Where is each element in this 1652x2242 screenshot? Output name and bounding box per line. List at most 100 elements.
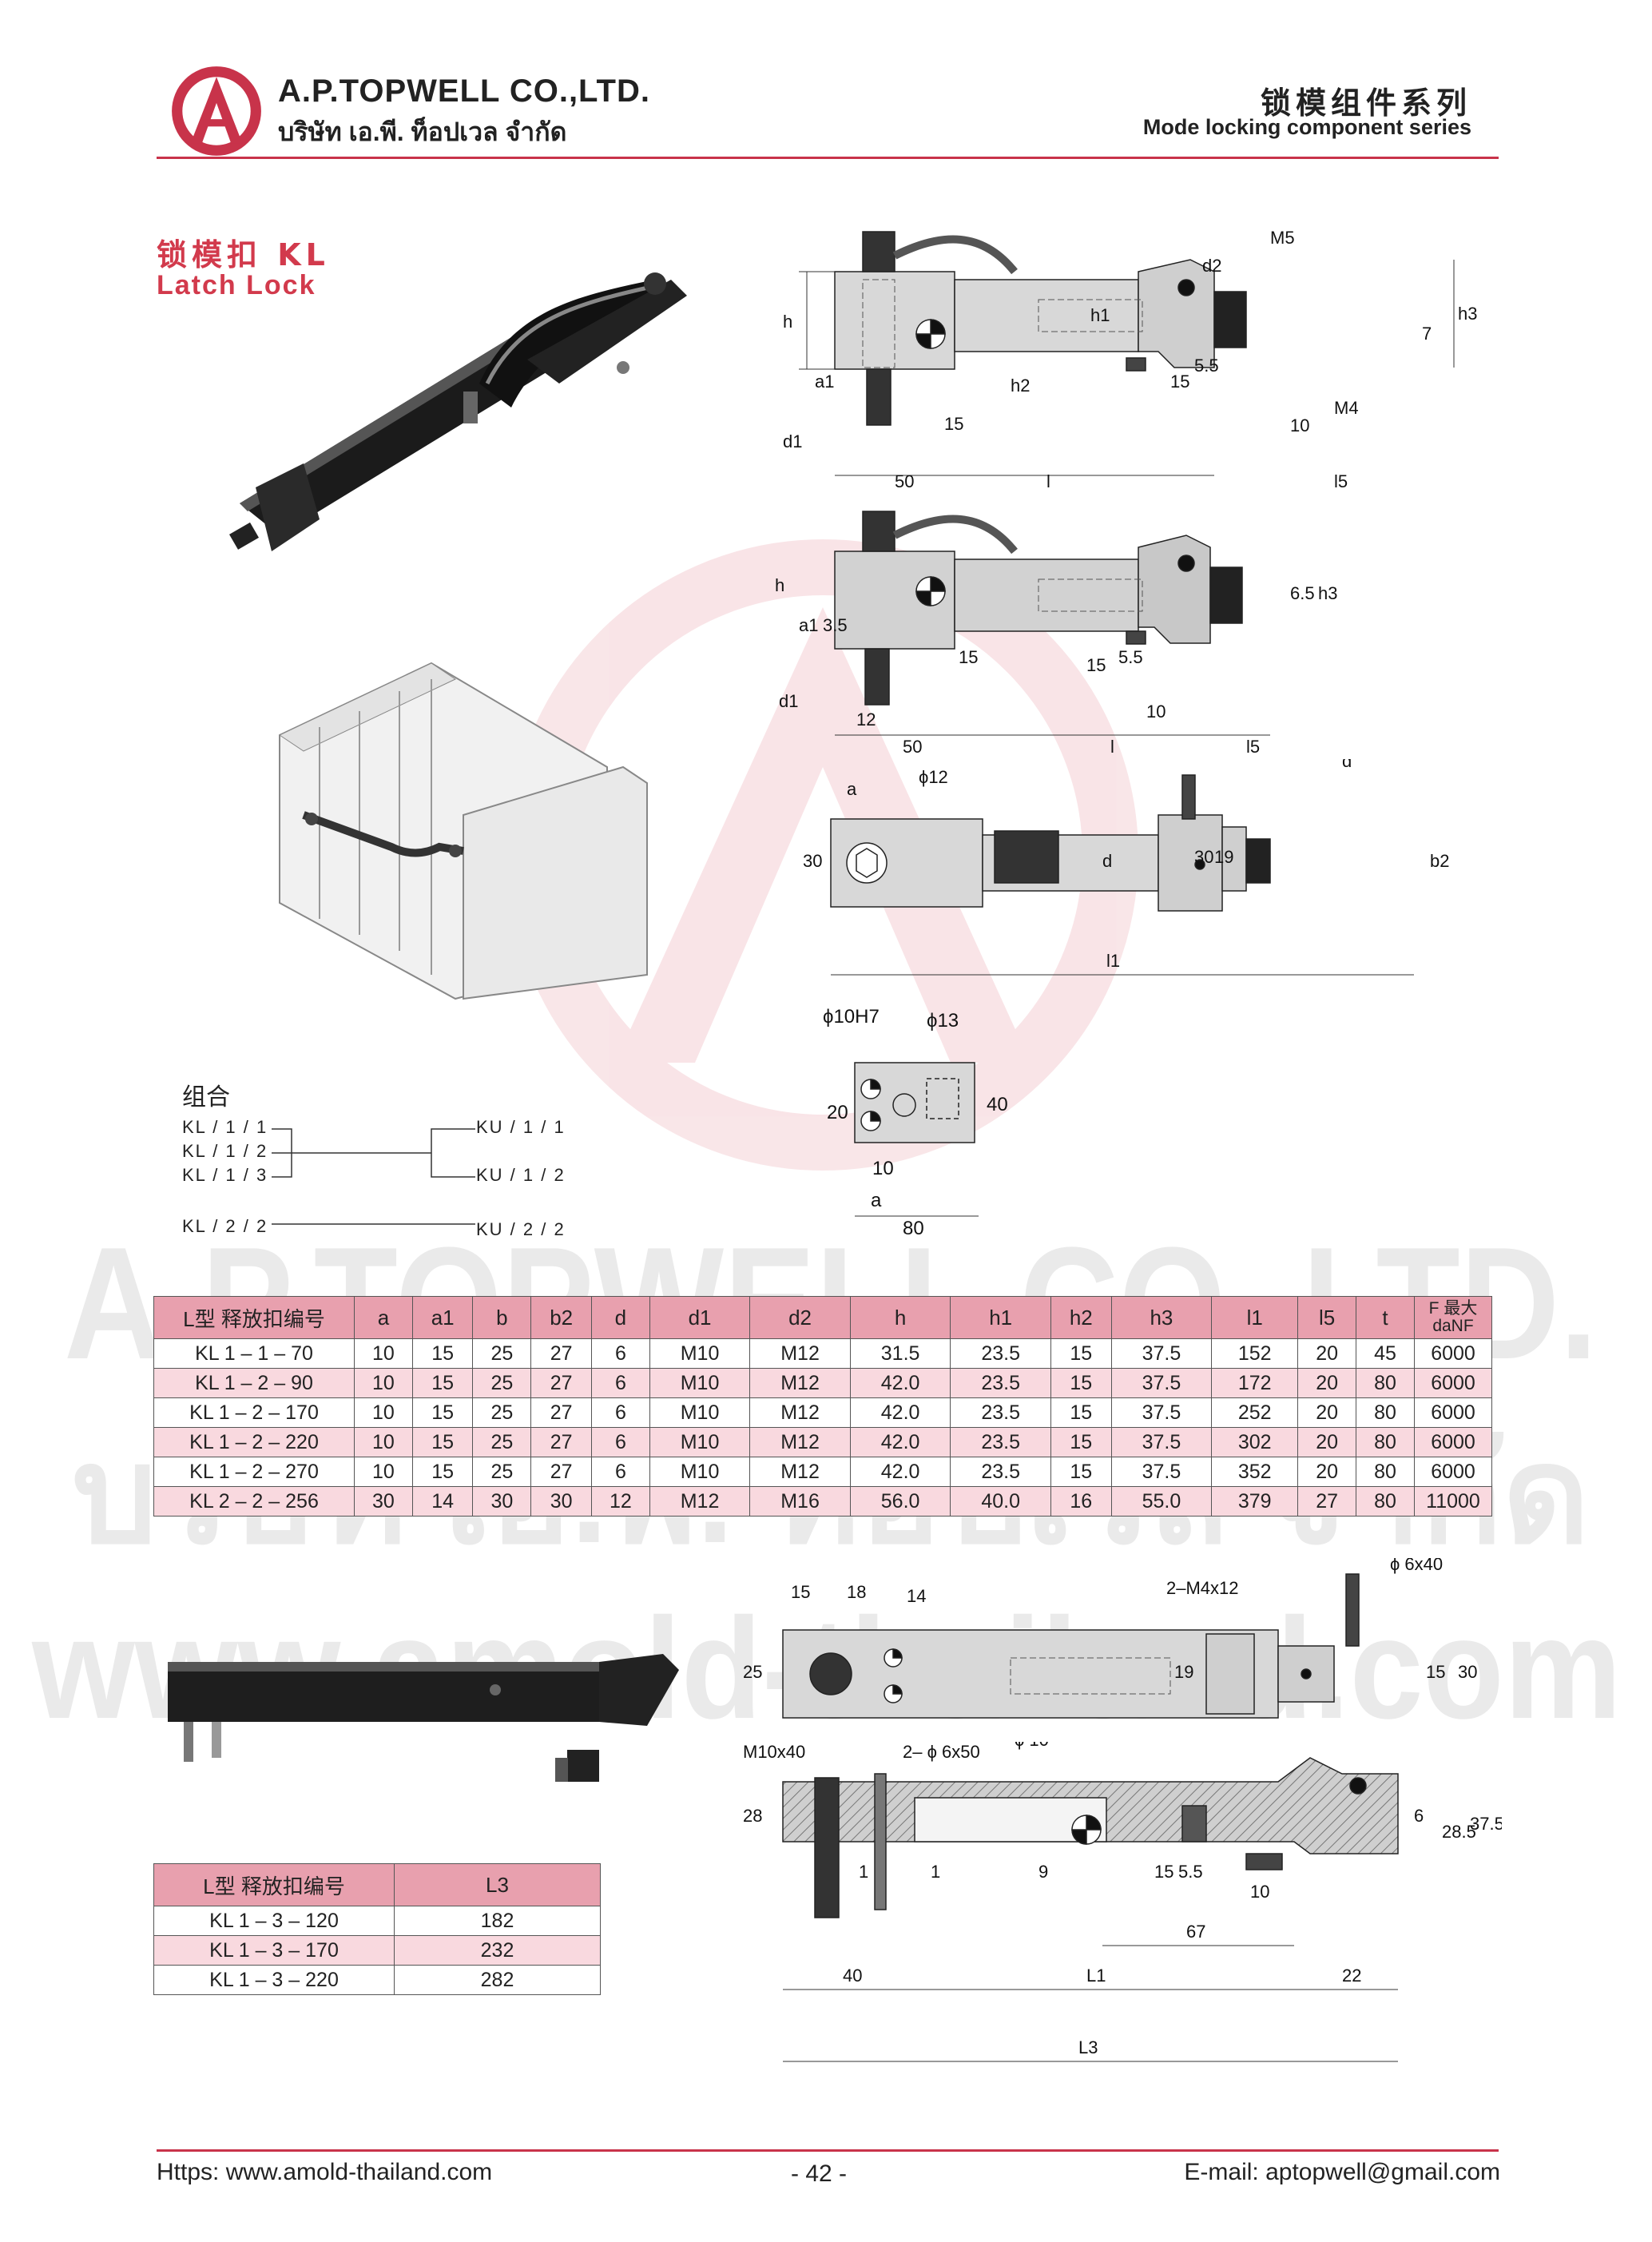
d1-label-d2: d2: [1202, 256, 1221, 276]
col-header-b: b: [472, 1296, 532, 1339]
d6-label-6: 6: [1414, 1806, 1424, 1826]
table-cell: 20: [1297, 1427, 1357, 1457]
table-header-row: L型 释放扣编号 L3: [153, 1863, 601, 1906]
d1-label-d1: d1: [783, 431, 802, 451]
latch-lock-side-photo: [168, 1654, 679, 1782]
col-header-model: L型 释放扣编号: [153, 1296, 355, 1339]
d4-label-10: 10: [872, 1158, 894, 1179]
table-cell: 80: [1356, 1368, 1415, 1398]
cell-model: KL 2 – 2 – 256: [153, 1486, 355, 1517]
d6-label-15: 15: [1154, 1862, 1173, 1882]
table-cell: 10: [354, 1338, 413, 1369]
header-divider: [157, 157, 1499, 159]
col-header-a1: a1: [411, 1296, 474, 1339]
d1-label-l5: l5: [1334, 471, 1348, 491]
table-cell: 15: [411, 1397, 474, 1428]
d3-label-30b: 30: [1194, 847, 1213, 867]
d4-label-a: a: [871, 1190, 882, 1211]
table-cell: 352: [1211, 1457, 1299, 1487]
table-cell: 27: [530, 1397, 592, 1428]
col-header-d: d: [590, 1296, 650, 1339]
top-view-drawing-2: 15 18 14 25 2–M4x12 ϕ 6x40 19 15 30: [743, 1558, 1477, 1719]
d3-label-d: d: [1102, 851, 1112, 871]
table-cell: 30: [472, 1486, 532, 1517]
table-cell: M12: [749, 1368, 851, 1398]
d2-label-15b: 15: [1086, 655, 1106, 675]
d2-label-a1: a1: [799, 615, 818, 635]
combination-title: 组合: [182, 1083, 230, 1111]
d1-label-h: h: [783, 312, 792, 332]
table-cell: M12: [749, 1338, 851, 1369]
d5-label-25: 25: [743, 1662, 762, 1682]
table-cell: 27: [1297, 1486, 1357, 1517]
d6-label-40: 40: [843, 1966, 862, 1986]
d6-label-28: 28: [743, 1806, 762, 1826]
d6-label-285: 28.5: [1442, 1822, 1476, 1842]
table-cell: 40.0: [950, 1486, 1051, 1517]
d2-label-55: 5.5: [1118, 647, 1143, 667]
table-cell: 152: [1211, 1338, 1299, 1369]
table-cell: M10: [649, 1427, 751, 1457]
d2-label-d1: d1: [779, 691, 798, 711]
table-cell: M12: [749, 1427, 851, 1457]
table-cell: 6: [590, 1397, 650, 1428]
d1-label-h2: h2: [1011, 376, 1030, 396]
table-cell: 20: [1297, 1368, 1357, 1398]
d4-label-40: 40: [987, 1094, 1008, 1115]
table-cell: 10: [354, 1427, 413, 1457]
d4-label-phi13: ϕ13: [927, 1010, 959, 1032]
d5-label-19: 19: [1174, 1662, 1193, 1682]
col-header-fmax: F 最大 daNF: [1414, 1296, 1492, 1339]
d6-label-9: 9: [1038, 1862, 1048, 1882]
d5-label-14: 14: [907, 1586, 926, 1606]
d3-label-30: 30: [803, 851, 822, 871]
table-cell: 30: [530, 1486, 592, 1517]
table-cell: 6000: [1414, 1427, 1492, 1457]
col-header-h2: h2: [1050, 1296, 1112, 1339]
d3-label-a: a: [847, 779, 857, 799]
table-cell: 37.5: [1110, 1368, 1213, 1398]
table-cell: 182: [394, 1906, 601, 1936]
company-logo: [172, 66, 261, 156]
table-cell: 37.5: [1110, 1338, 1213, 1369]
table-cell: 20: [1297, 1397, 1357, 1428]
d6-label-67: 67: [1186, 1922, 1205, 1942]
d1-label-50: 50: [895, 471, 914, 491]
table-cell: 37.5: [1110, 1397, 1213, 1428]
table-cell: 10: [354, 1368, 413, 1398]
table-cell: 12: [590, 1486, 650, 1517]
table-cell: 6: [590, 1338, 650, 1369]
d5-label-30: 30: [1458, 1662, 1477, 1682]
table-cell: 379: [1211, 1486, 1299, 1517]
d1-label-15: 15: [944, 414, 963, 434]
table-cell: 42.0: [849, 1457, 951, 1487]
table-cell: 55.0: [1110, 1486, 1213, 1517]
table-cell: 80: [1356, 1427, 1415, 1457]
col-header-t: t: [1356, 1296, 1415, 1339]
top-view-drawing: a ϕ12 30 d 30 19 b2 l1 d: [803, 759, 1449, 976]
d6-label-L3: L3: [1078, 2037, 1098, 2057]
table-cell: M12: [749, 1397, 851, 1428]
cell-model: KL 1 – 1 – 70: [153, 1338, 355, 1369]
d2-label-12: 12: [856, 710, 876, 729]
table-cell: 25: [472, 1368, 532, 1398]
table-cell: M10: [649, 1397, 751, 1428]
d6-label-phi6: 2– ϕ 6x50: [903, 1742, 980, 1762]
footer-email-link[interactable]: E-mail: aptopwell@gmail.com: [1184, 2159, 1500, 2185]
table-cell: 10: [354, 1397, 413, 1428]
footer-website-link[interactable]: Https: www.amold-thailand.com: [157, 2159, 493, 2185]
d2-label-10: 10: [1146, 702, 1166, 721]
table-cell: 14: [411, 1486, 474, 1517]
table-cell: M10: [649, 1338, 751, 1369]
d5-label-15: 15: [791, 1582, 810, 1602]
d1-label-m4: M4: [1334, 398, 1359, 418]
d2-label-l: l: [1110, 737, 1114, 757]
table-cell: 232: [394, 1935, 601, 1966]
table-cell: 6000: [1414, 1457, 1492, 1487]
cell-model: KL 1 – 3 – 220: [153, 1965, 395, 1995]
d1-label-55: 5.5: [1194, 356, 1219, 376]
table-cell: 27: [530, 1457, 592, 1487]
d5-label-m4: 2–M4x12: [1166, 1578, 1239, 1598]
col-header-l3: L3: [394, 1863, 601, 1906]
table-cell: 6: [590, 1427, 650, 1457]
